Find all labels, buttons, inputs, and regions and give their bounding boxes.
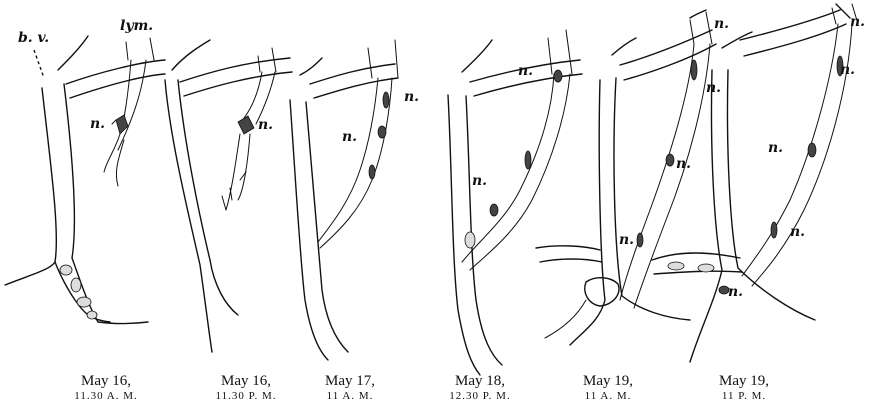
label-n-p6d: n. <box>790 224 805 240</box>
label-lym: lym. <box>120 18 153 34</box>
panel-6-time: 11 P. M. <box>684 390 804 402</box>
label-n-p6a: n. <box>850 14 865 30</box>
label-n-p3a: n. <box>404 89 419 105</box>
panel-6-date: May 19, <box>684 372 804 390</box>
panel-2-date: May 16, <box>186 372 306 390</box>
panel-3-caption: May 17, 11 A. M. <box>290 372 410 402</box>
label-n-p4b: n. <box>472 173 487 189</box>
label-n-p3b: n. <box>342 129 357 145</box>
panel-1-date: May 16, <box>46 372 166 390</box>
panel-2-drawing <box>165 40 292 352</box>
panel-3-time: 11 A. M. <box>290 390 410 402</box>
label-n-p1: n. <box>90 116 105 132</box>
label-n-p5c: n. <box>676 156 691 172</box>
panel-2-time: 11.30 P. M. <box>186 390 306 402</box>
label-n-p5d: n. <box>619 232 634 248</box>
panel-1-drawing <box>5 36 165 324</box>
label-n-p5a: n. <box>714 16 729 32</box>
panel-4-caption: May 18, 12.30 P. M. <box>420 372 540 402</box>
panel-3-drawing <box>290 40 398 360</box>
panel-1-caption: May 16, 11.30 A. M. <box>46 372 166 402</box>
label-bv: b. v. <box>18 30 49 46</box>
panel-4-date: May 18, <box>420 372 540 390</box>
panel-6-drawing <box>652 4 858 362</box>
panel-5-date: May 19, <box>548 372 668 390</box>
label-n-p4a: n. <box>518 63 533 79</box>
label-n-p6b: n. <box>840 62 855 78</box>
panel-1-time: 11.30 A. M. <box>46 390 166 402</box>
panel-2-caption: May 16, 11.30 P. M. <box>186 372 306 402</box>
panel-5-caption: May 19, 11 A. M. <box>548 372 668 402</box>
panel-4-drawing <box>448 30 582 375</box>
label-n-p6e: n. <box>728 284 743 300</box>
panel-3-date: May 17, <box>290 372 410 390</box>
bv-pointer-line <box>34 50 44 78</box>
panel-4-time: 12.30 P. M. <box>420 390 540 402</box>
label-n-p6c: n. <box>768 140 783 156</box>
panel-5-time: 11 A. M. <box>548 390 668 402</box>
label-n-p2: n. <box>258 117 273 133</box>
label-n-p5b: n. <box>706 80 721 96</box>
panel-5-drawing <box>536 10 716 345</box>
panel-6-caption: May 19, 11 P. M. <box>684 372 804 402</box>
